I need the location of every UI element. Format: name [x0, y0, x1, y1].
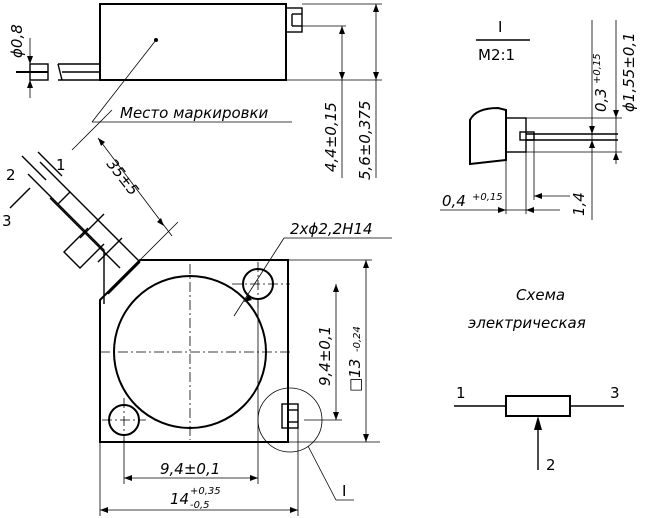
dim-d03-tol: +0,15 — [592, 53, 603, 84]
dim-holes: 2xϕ2,2H14 — [290, 220, 373, 238]
dim-phi155: ϕ1,55±0,1 — [620, 32, 638, 112]
front-view — [9, 109, 392, 516]
pin-1-label: 1 — [56, 156, 66, 174]
dim-square-tol: -0,24 — [352, 326, 363, 352]
schema-title-1: Схема — [516, 286, 565, 304]
marking-place-label: Место маркировки — [120, 104, 269, 122]
lead-wires — [9, 151, 141, 304]
dim-d14: 1,4 — [570, 192, 588, 216]
schema-pin-3: 3 — [610, 384, 620, 402]
dim-d04: 0,4 — [442, 192, 466, 210]
dim-lead-length: 35±5 — [103, 155, 143, 199]
scale-label: M2:1 — [478, 46, 515, 64]
schema-pin-1: 1 — [456, 384, 466, 402]
dim-width: 14 — [170, 490, 189, 508]
dim-pitch-h: 9,4±0,1 — [160, 460, 220, 478]
pin-2-label: 2 — [6, 166, 16, 184]
dim-width-tol-dn: -0,5 — [190, 500, 210, 511]
top-side-view — [16, 3, 382, 178]
detail-callout: I — [342, 482, 346, 500]
schema-pin-2: 2 — [546, 456, 556, 474]
dim-pitch-v: 9,4±0,1 — [316, 326, 334, 386]
dim-d04-tol: +0,15 — [472, 192, 503, 203]
electrical-schematic — [454, 395, 624, 470]
schema-title-2: электрическая — [468, 314, 586, 332]
dim-phi08: ϕ0,8 — [8, 24, 26, 58]
dim-d03: 0,3 — [592, 88, 610, 112]
pin-3-label: 3 — [2, 212, 12, 230]
scale-roman-label: I — [498, 18, 502, 36]
dim-width-tol-up: +0,35 — [190, 486, 221, 497]
dim-square: □13 — [346, 359, 364, 392]
detail-view — [440, 20, 622, 220]
dim-h56: 5,6±0,375 — [356, 101, 374, 180]
dim-h44: 4,4±0,15 — [322, 102, 340, 172]
